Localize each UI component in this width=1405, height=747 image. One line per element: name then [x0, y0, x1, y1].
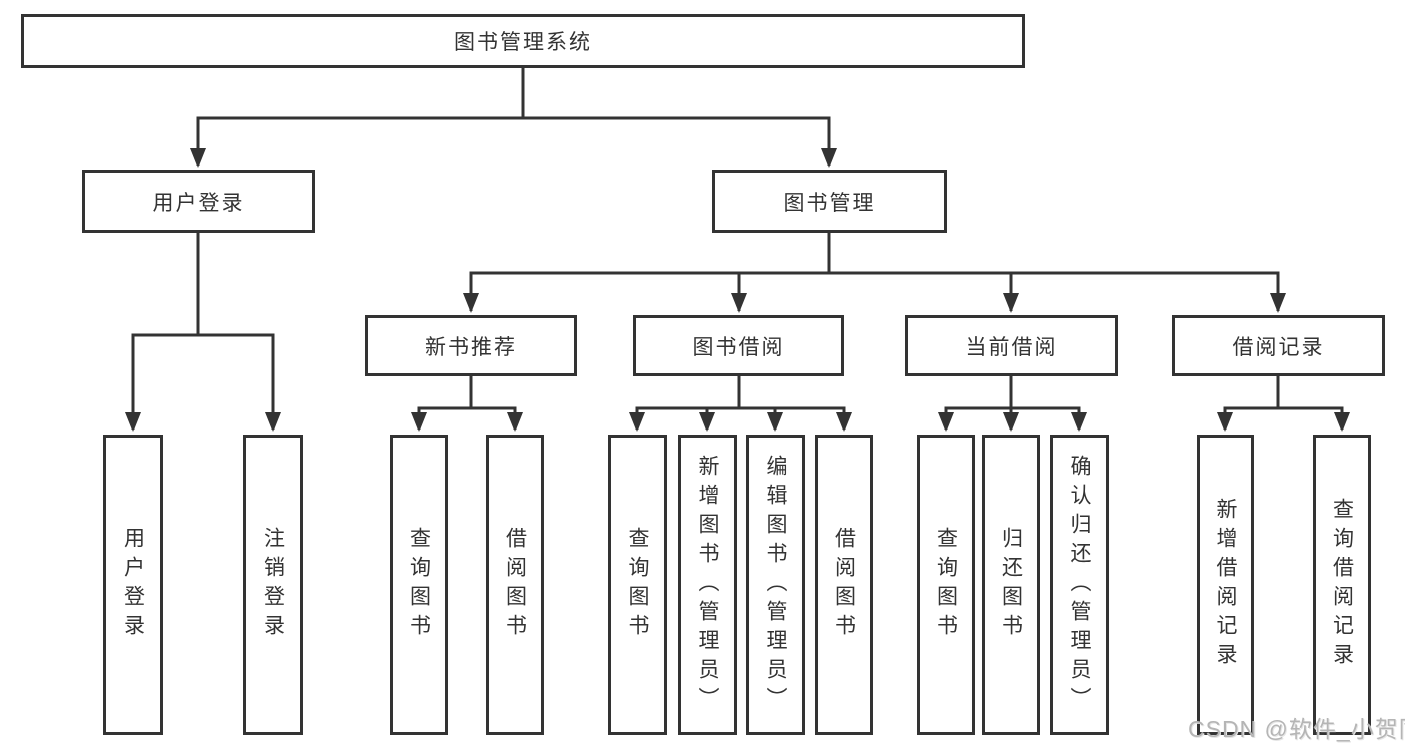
- leaf-label: 查询借阅记录: [1330, 498, 1354, 672]
- leaf-label: 归还图书: [999, 527, 1023, 643]
- connector-borrow-to-leaves: [629, 376, 852, 432]
- leaf-login-user-login: 用户登录: [103, 435, 163, 735]
- node-label: 图书管理: [783, 191, 876, 215]
- leaf-login-logout: 注销登录: [243, 435, 303, 735]
- leaf-borrow-add-books-admin: 新增图书（管理员）: [678, 435, 737, 735]
- connector-mgmt-to-level3: [463, 233, 1286, 313]
- node-label: 当前借阅: [965, 335, 1058, 359]
- leaf-label: 注销登录: [261, 527, 285, 643]
- node-borrow-records: 借阅记录: [1172, 315, 1385, 376]
- node-current-borrow: 当前借阅: [905, 315, 1118, 376]
- connector-records-to-leaves: [1217, 376, 1350, 432]
- leaf-label: 查询图书: [626, 527, 649, 643]
- leaf-label: 借阅图书: [832, 527, 856, 643]
- leaf-current-confirm-return-admin: 确认归还（管理员）: [1050, 435, 1109, 735]
- connector-current-to-leaves: [938, 376, 1087, 432]
- node-user-login: 用户登录: [82, 170, 315, 233]
- leaf-records-query-borrow-record: 查询借阅记录: [1313, 435, 1371, 735]
- leaf-label: 新增图书（管理员）: [696, 454, 719, 716]
- connector-login-to-leaves: [125, 233, 281, 432]
- leaf-label: 编辑图书（管理员）: [764, 454, 787, 716]
- leaf-borrow-edit-books-admin: 编辑图书（管理员）: [746, 435, 805, 735]
- leaf-label: 用户登录: [121, 527, 145, 643]
- node-library-management-system: 图书管理系统: [21, 14, 1025, 68]
- node-book-borrow: 图书借阅: [633, 315, 844, 376]
- leaf-label: 查询图书: [934, 527, 958, 643]
- leaf-label: 借阅图书: [503, 527, 527, 643]
- leaf-current-query-books: 查询图书: [917, 435, 975, 735]
- node-label: 图书管理系统: [454, 31, 592, 54]
- node-new-book-recommend: 新书推荐: [365, 315, 577, 376]
- node-label: 用户登录: [152, 191, 245, 215]
- leaf-label: 新增借阅记录: [1214, 498, 1237, 672]
- connector-recommend-to-leaves: [411, 376, 523, 432]
- leaf-records-add-borrow-record: 新增借阅记录: [1197, 435, 1254, 735]
- node-label: 借阅记录: [1232, 335, 1325, 359]
- leaf-recommend-borrow-books: 借阅图书: [486, 435, 544, 735]
- leaf-borrow-borrow-books: 借阅图书: [815, 435, 873, 735]
- leaf-label: 确认归还（管理员）: [1068, 454, 1091, 716]
- node-label: 图书借阅: [692, 335, 785, 359]
- leaf-recommend-query-books: 查询图书: [390, 435, 448, 735]
- leaf-current-return-books: 归还图书: [982, 435, 1040, 735]
- node-label: 新书推荐: [425, 335, 517, 359]
- leaf-label: 查询图书: [407, 527, 431, 643]
- leaf-borrow-query-books: 查询图书: [608, 435, 667, 735]
- node-book-management: 图书管理: [712, 170, 947, 233]
- csdn-watermark: CSDN @软件_小贺同学: [1188, 716, 1405, 742]
- connector-root-to-level2: [190, 68, 837, 168]
